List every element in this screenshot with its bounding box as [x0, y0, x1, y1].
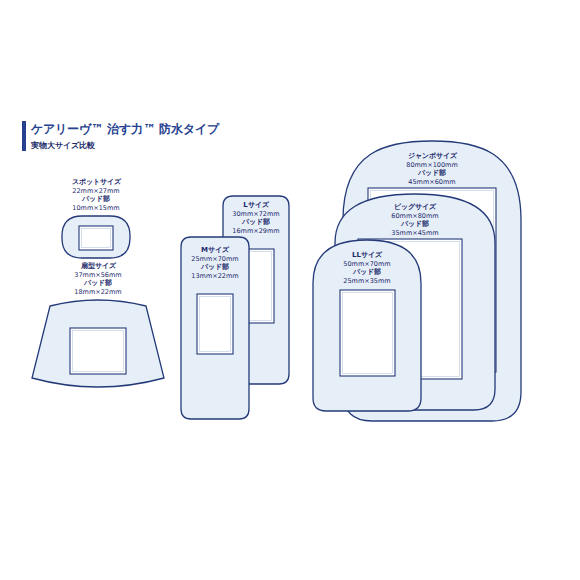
- size-text-group: Mサイズ25mm×70mmパッド部13mm×22mm: [180, 246, 250, 280]
- size-name: パッド部: [30, 279, 166, 288]
- size-name: Lサイズ: [222, 201, 290, 210]
- size-text-group: 扇型サイズ37mm×56mmパッド部18mm×22mm: [30, 262, 166, 296]
- size-name: パッド部: [58, 195, 134, 204]
- size-name: 扇型サイズ: [30, 262, 166, 271]
- ll-bandage: LLサイズ50mm×70mmパッド部25mm×35mm: [312, 238, 422, 412]
- pad-inner-frame: [82, 229, 111, 248]
- size-text-group: Lサイズ30mm×72mmパッド部16mm×29mm: [222, 201, 290, 235]
- bandage-shape: [343, 141, 521, 421]
- bandage-shape: [335, 194, 495, 410]
- size-dimension: 30mm×72mm: [222, 210, 290, 218]
- size-dimension: 35mm×45mm: [334, 229, 496, 237]
- fan-bandage: 扇型サイズ37mm×56mmパッド部18mm×22mm: [30, 262, 166, 392]
- pad-area: [197, 294, 233, 354]
- size-dimension: 25mm×70mm: [180, 255, 250, 263]
- size-name: スポットサイズ: [58, 178, 134, 187]
- size-name: LLサイズ: [312, 251, 422, 260]
- size-name: パッド部: [180, 263, 250, 272]
- size-name: パッド部: [312, 268, 422, 277]
- pad-area: [368, 188, 496, 372]
- size-name: ビッグサイズ: [334, 203, 496, 212]
- pad-area: [238, 249, 274, 323]
- size-dimension: 37mm×56mm: [30, 271, 166, 279]
- size-text-group: ジャンボサイズ80mm×100mmパッド部45mm×60mm: [342, 152, 522, 186]
- size-dimension: 60mm×80mm: [334, 212, 496, 220]
- subtitle-label: 実物大サイズ比較: [31, 140, 95, 151]
- pad-inner-frame: [200, 297, 231, 352]
- pad-area: [79, 226, 113, 250]
- pad-area: [70, 328, 126, 374]
- pad-area: [358, 239, 462, 379]
- size-dimension: 22mm×27mm: [58, 187, 134, 195]
- bandage-shape: [313, 240, 421, 411]
- size-name: ジャンボサイズ: [342, 152, 522, 161]
- size-dimension: 10mm×15mm: [58, 204, 134, 212]
- size-dimension: 18mm×22mm: [30, 288, 166, 296]
- m-bandage: Mサイズ25mm×70mmパッド部13mm×22mm: [180, 236, 250, 420]
- pad-inner-frame: [361, 242, 460, 377]
- spot-bandage: スポットサイズ22mm×27mmパッド部10mm×15mm: [58, 178, 134, 260]
- pad-inner-frame: [73, 331, 124, 372]
- pad-inner-frame: [371, 191, 494, 370]
- size-dimension: 45mm×60mm: [342, 178, 522, 186]
- size-dimension: 50mm×70mm: [312, 260, 422, 268]
- pad-inner-frame: [343, 293, 393, 374]
- size-dimension: 13mm×22mm: [180, 272, 250, 280]
- pad-area: [340, 290, 395, 376]
- size-dimension: 16mm×29mm: [222, 227, 290, 235]
- size-text-group: スポットサイズ22mm×27mmパッド部10mm×15mm: [58, 178, 134, 212]
- size-name: Mサイズ: [180, 246, 250, 255]
- bandage-shape: [32, 300, 164, 387]
- size-text-group: ビッグサイズ60mm×80mmパッド部35mm×45mm: [334, 203, 496, 237]
- size-text-group: LLサイズ50mm×70mmパッド部25mm×35mm: [312, 251, 422, 285]
- size-name: パッド部: [222, 218, 290, 227]
- title: ケアリーヴ™ 治す力™ 防水タイプ: [31, 121, 219, 138]
- title-accent-bar: [22, 121, 26, 151]
- size-name: パッド部: [342, 169, 522, 178]
- size-name: パッド部: [334, 220, 496, 229]
- bandage-shape: [223, 196, 289, 384]
- pad-inner-frame: [241, 252, 272, 321]
- size-dimension: 80mm×100mm: [342, 161, 522, 169]
- size-dimension: 25mm×35mm: [312, 277, 422, 285]
- bandage-shape: [62, 216, 130, 258]
- bandage-shape: [181, 237, 249, 419]
